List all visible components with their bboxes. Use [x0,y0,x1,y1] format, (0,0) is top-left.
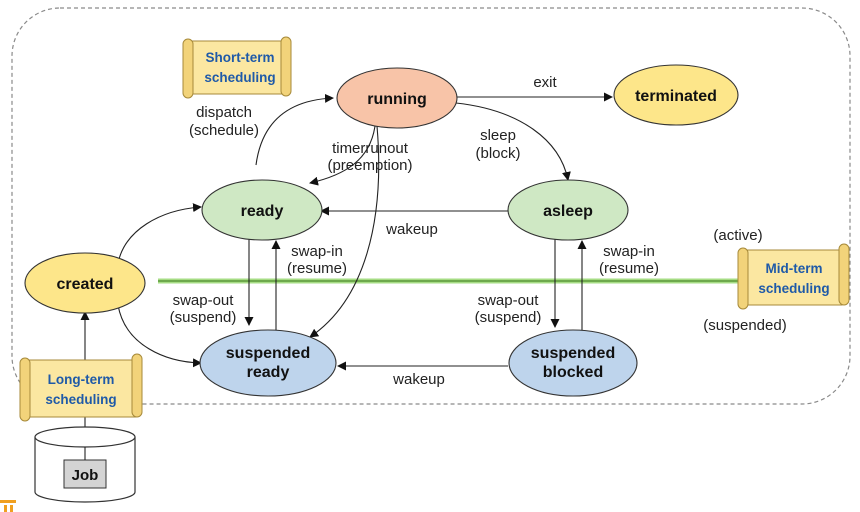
state-created-label: created [57,276,114,293]
label-swap-out-right: swap-out [478,292,540,309]
state-asleep: asleep [507,179,629,241]
label-resume-left: (resume) [287,260,347,277]
state-running: running [336,67,458,129]
state-suspended-ready: suspended ready [199,329,337,397]
short-term-label-1: Short-term [205,50,274,65]
label-exit: exit [533,74,557,91]
label-preemption: (preemption) [327,157,412,174]
state-suspended-blocked: suspended blocked [508,329,638,397]
transition-labels: dispatch (schedule) timerrunout (preempt… [170,74,659,388]
job-label: Job [72,467,99,484]
label-schedule: (schedule) [189,122,259,139]
label-wakeup-bottom: wakeup [392,371,445,388]
state-ready-label: ready [241,203,284,220]
state-suspended-blocked-line2: blocked [543,364,603,381]
label-wakeup-top: wakeup [385,221,438,238]
state-suspended-blocked-line1: suspended [531,345,615,362]
state-created: created [24,252,146,314]
long-term-label-2: scheduling [45,392,116,407]
state-running-label: running [367,91,427,108]
label-swap-out-left: swap-out [173,292,235,309]
label-sleep: sleep [480,127,516,144]
mid-term-label-2: scheduling [758,281,829,296]
label-block: (block) [475,145,520,162]
arrow-ready-to-running [255,93,334,166]
long-term-scheduling-scroll: Long-term scheduling [19,353,143,422]
state-suspended-ready-line1: suspended [226,345,310,362]
state-terminated: terminated [613,64,739,126]
label-resume-right: (resume) [599,260,659,277]
job-queue-cylinder: Job [34,426,136,503]
mid-term-scheduling-scroll: Mid-term scheduling [737,243,850,310]
mid-term-label-1: Mid-term [766,261,823,276]
state-ready: ready [201,179,323,241]
short-term-scheduling-scroll: Short-term scheduling [182,36,292,99]
arrow-running-to-asleep [455,102,571,181]
state-suspended-ready-line2: ready [247,364,290,381]
zone-suspended-label: (suspended) [703,317,786,334]
arrow-running-to-suspended-ready [309,125,380,338]
system-boundary [11,7,851,405]
long-term-label-1: Long-term [48,372,115,387]
state-terminated-label: terminated [635,88,717,105]
label-suspend-right: (suspend) [475,309,542,326]
state-asleep-label: asleep [543,203,593,220]
corner-logo-icon [0,500,16,512]
arrow-running-to-ready [309,125,376,186]
arrow-created-to-suspended-ready [117,304,202,368]
zone-active-label: (active) [713,227,762,244]
label-suspend-left: (suspend) [170,309,237,326]
transition-arrows [80,92,613,455]
arrow-created-to-ready [117,203,202,264]
label-swap-in-left: swap-in [291,243,343,260]
label-timerrunout: timerrunout [332,140,409,157]
label-swap-in-right: swap-in [603,243,655,260]
short-term-label-2: scheduling [204,70,275,85]
label-dispatch: dispatch [196,104,252,121]
